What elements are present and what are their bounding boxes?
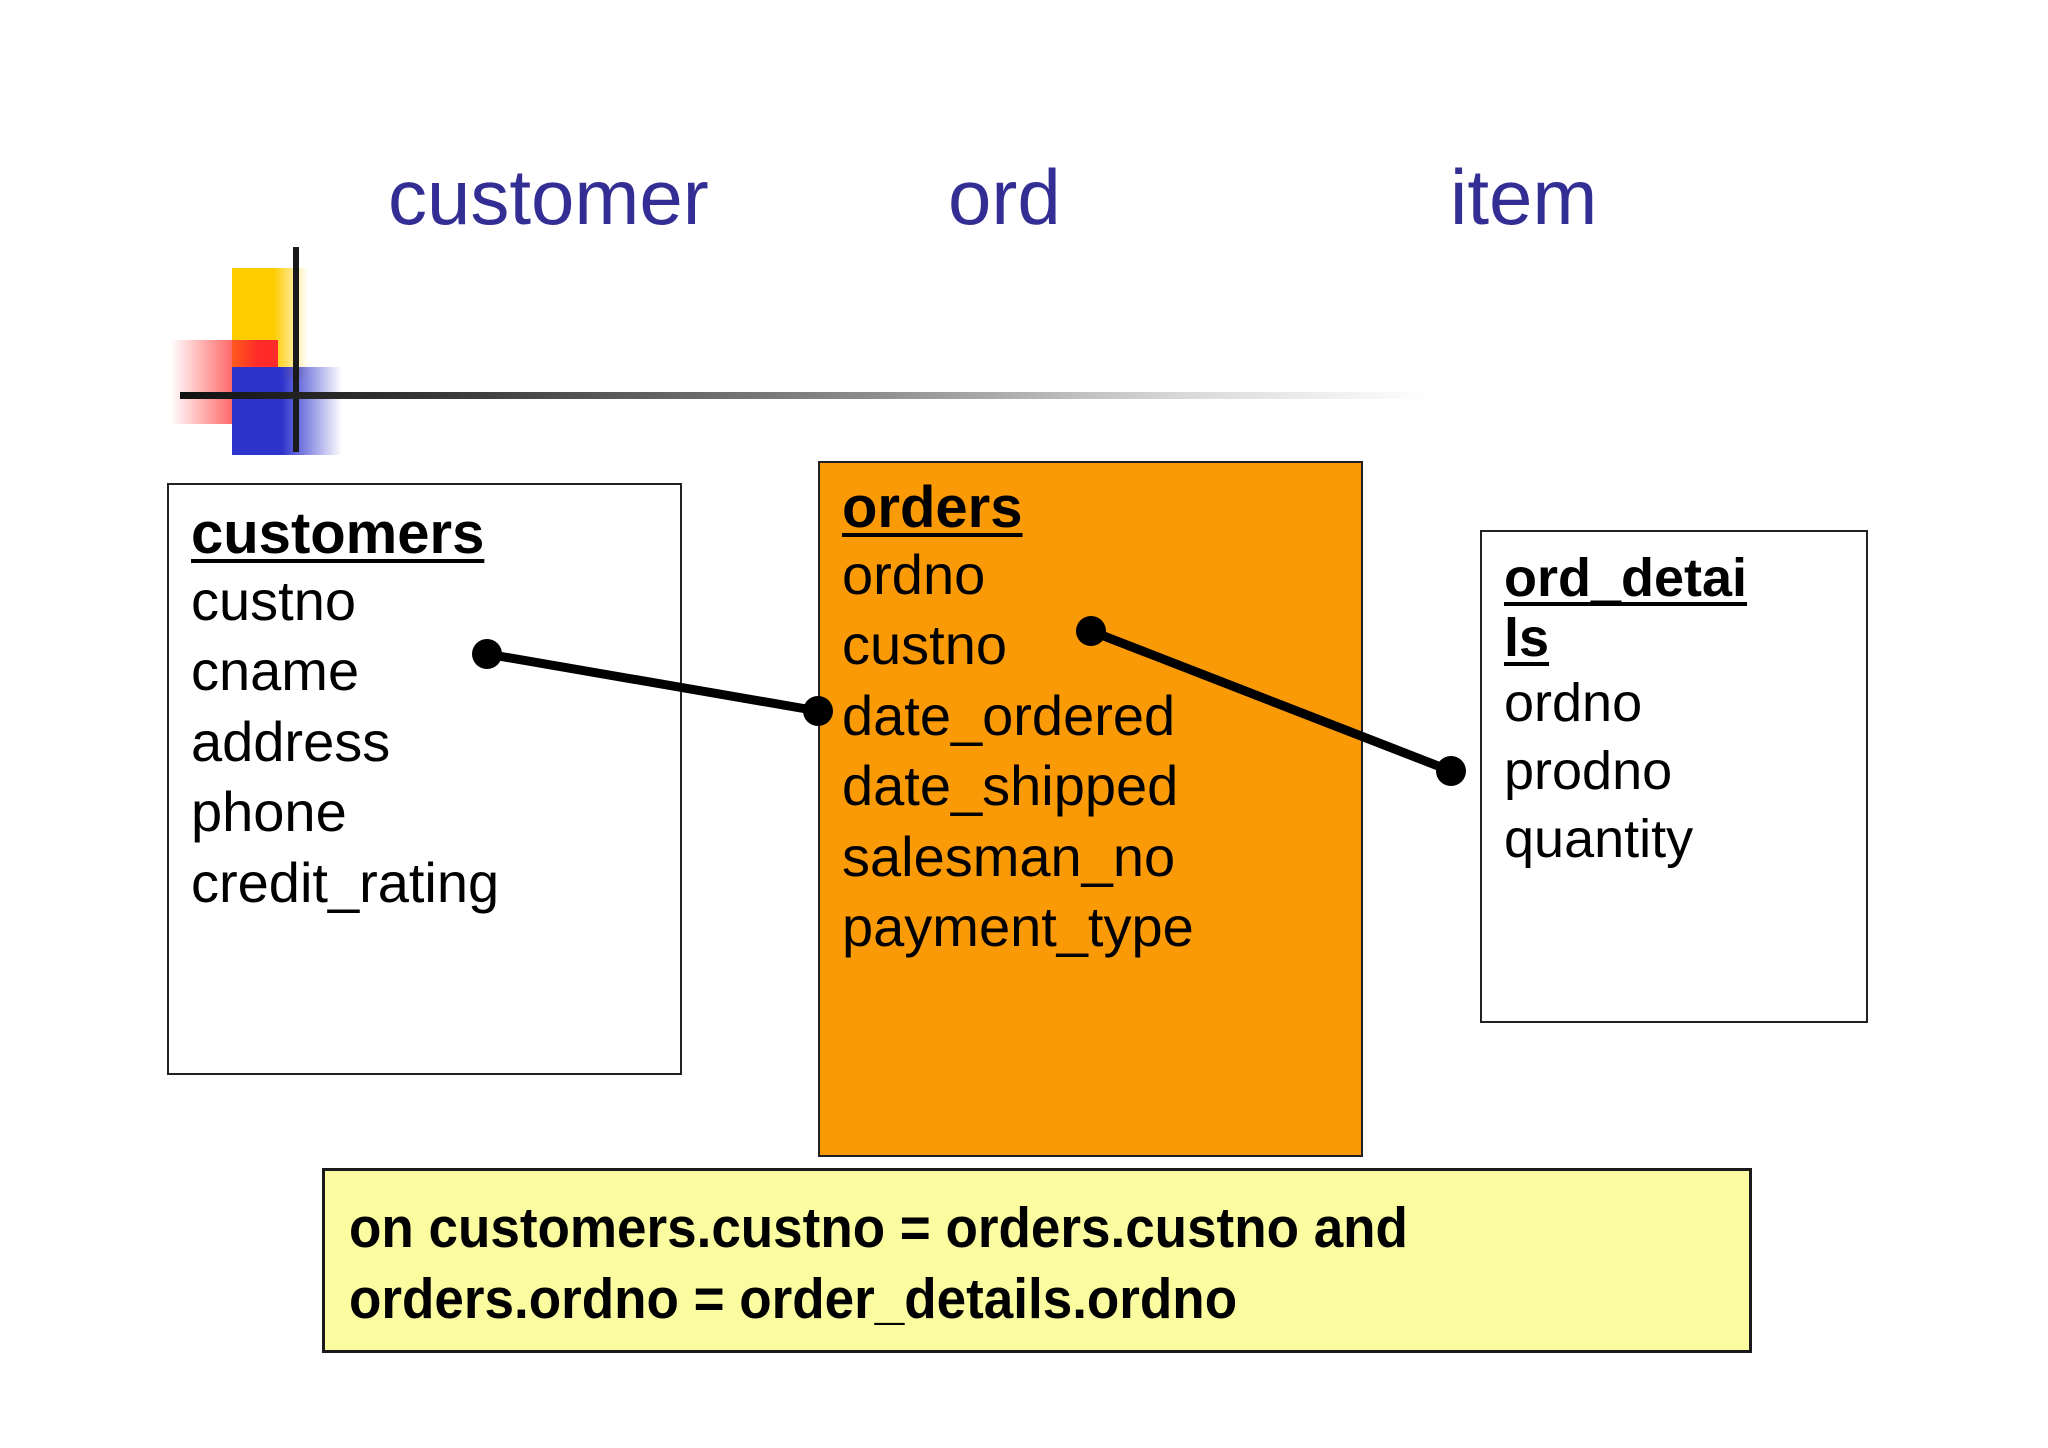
field-customers-custno: custno — [191, 568, 356, 632]
entity-title-customers: customers — [191, 501, 680, 566]
entity-box-customers[interactable]: customers custno cname address phone cre… — [167, 483, 682, 1075]
field-ord-details-ordno: ordno — [1504, 672, 1643, 733]
field-orders-custno: custno — [842, 613, 1007, 677]
join-condition-line-2: orders.ordno = order_details.ordno — [349, 1267, 1238, 1332]
join-condition-caption: on customers.custno = orders.custno and … — [322, 1168, 1752, 1353]
join-condition-line-1: on customers.custno = orders.custno and — [349, 1196, 1408, 1260]
logo-vertical-rule — [293, 247, 299, 452]
field-customers-credit-rating: credit_rating — [191, 850, 500, 914]
header-word-customer: customer — [388, 153, 709, 241]
field-orders-date-ordered: date_ordered — [842, 683, 1176, 747]
field-customers-address: address — [191, 709, 391, 773]
entity-box-orders[interactable]: orders ordno custno date_ordered date_sh… — [818, 461, 1363, 1157]
entity-title-customers-text: customers — [191, 501, 485, 566]
entity-title-ord-details-line1: ord_detai — [1504, 548, 1866, 608]
entity-box-ord-details[interactable]: ord_detai ls ordno prodno quantity — [1480, 530, 1868, 1023]
entity-title-ord-details-line2: ls — [1504, 608, 1866, 668]
field-orders-salesman-no: salesman_no — [842, 824, 1176, 888]
field-customers-phone: phone — [191, 780, 347, 844]
field-ord-details-prodno: prodno — [1504, 740, 1673, 801]
field-orders-ordno: ordno — [842, 542, 986, 606]
logo-horizontal-rule — [180, 392, 1430, 399]
field-ord-details-quantity: quantity — [1504, 809, 1694, 869]
entity-title-ord-details-line2-text: ls — [1504, 608, 1550, 669]
entity-title-orders: orders — [842, 475, 1361, 540]
decorative-logo — [170, 247, 1430, 455]
header-word-ord: ord — [948, 153, 1061, 241]
entity-title-orders-text: orders — [842, 475, 1023, 540]
logo-blue-square — [232, 367, 342, 455]
entity-title-ord-details-line1-text: ord_detai — [1504, 548, 1748, 608]
field-orders-payment-type: payment_type — [842, 895, 1194, 959]
header-word-item: item — [1450, 153, 1598, 241]
field-customers-cname: cname — [191, 639, 360, 703]
field-orders-date-shipped: date_shipped — [842, 754, 1179, 818]
